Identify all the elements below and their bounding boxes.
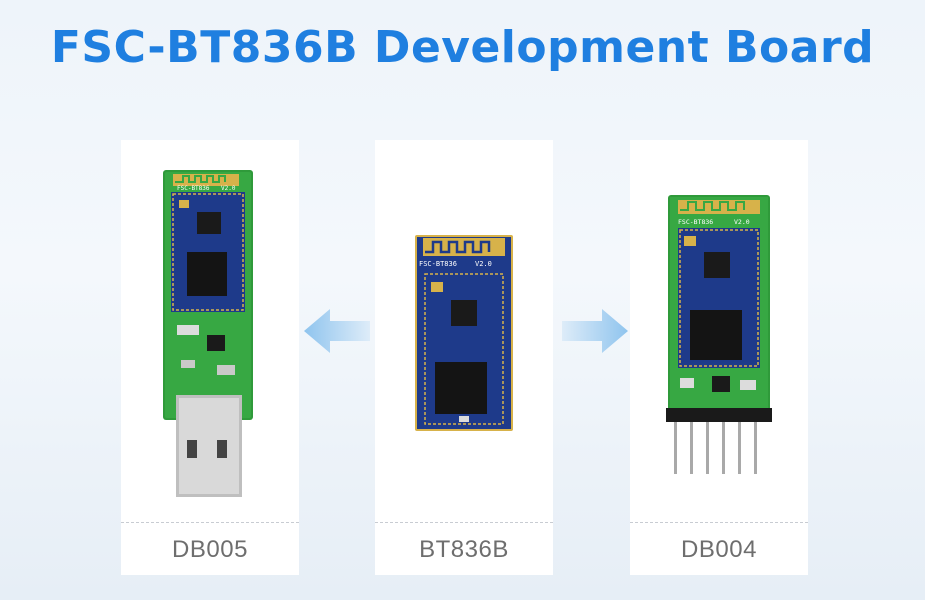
svg-text:V2.0: V2.0 xyxy=(221,185,236,192)
arrow-left-icon xyxy=(304,309,370,353)
bt836b-board-text: FSC-BT836 xyxy=(419,260,457,268)
bt836b-module-image: FSC-BT836 V2.0 xyxy=(415,235,513,431)
product-card-bt836b: FSC-BT836 V2.0 BT836B xyxy=(375,140,553,575)
db004-board-text: FSC-BT836 xyxy=(678,218,713,226)
arrow-right-icon xyxy=(562,309,628,353)
page-title: FSC-BT836B Development Board xyxy=(50,22,875,73)
db004-pin-board-image: FSC-BT836 V2.0 xyxy=(666,195,772,474)
product-label-db005: DB005 xyxy=(121,522,299,575)
db005-usb-dongle-image: FSC-BT836 V2.0 xyxy=(163,170,253,497)
svg-text:V2.0: V2.0 xyxy=(734,218,750,226)
svg-text:V2.0: V2.0 xyxy=(475,260,492,268)
db005-board-text: FSC-BT836 xyxy=(177,185,210,192)
product-label-bt836b: BT836B xyxy=(375,522,553,575)
product-card-db005: FSC-BT836 V2.0 DB005 xyxy=(121,140,299,575)
product-card-db004: FSC-BT836 V2.0 DB004 xyxy=(630,140,808,575)
product-label-db004: DB004 xyxy=(630,522,808,575)
